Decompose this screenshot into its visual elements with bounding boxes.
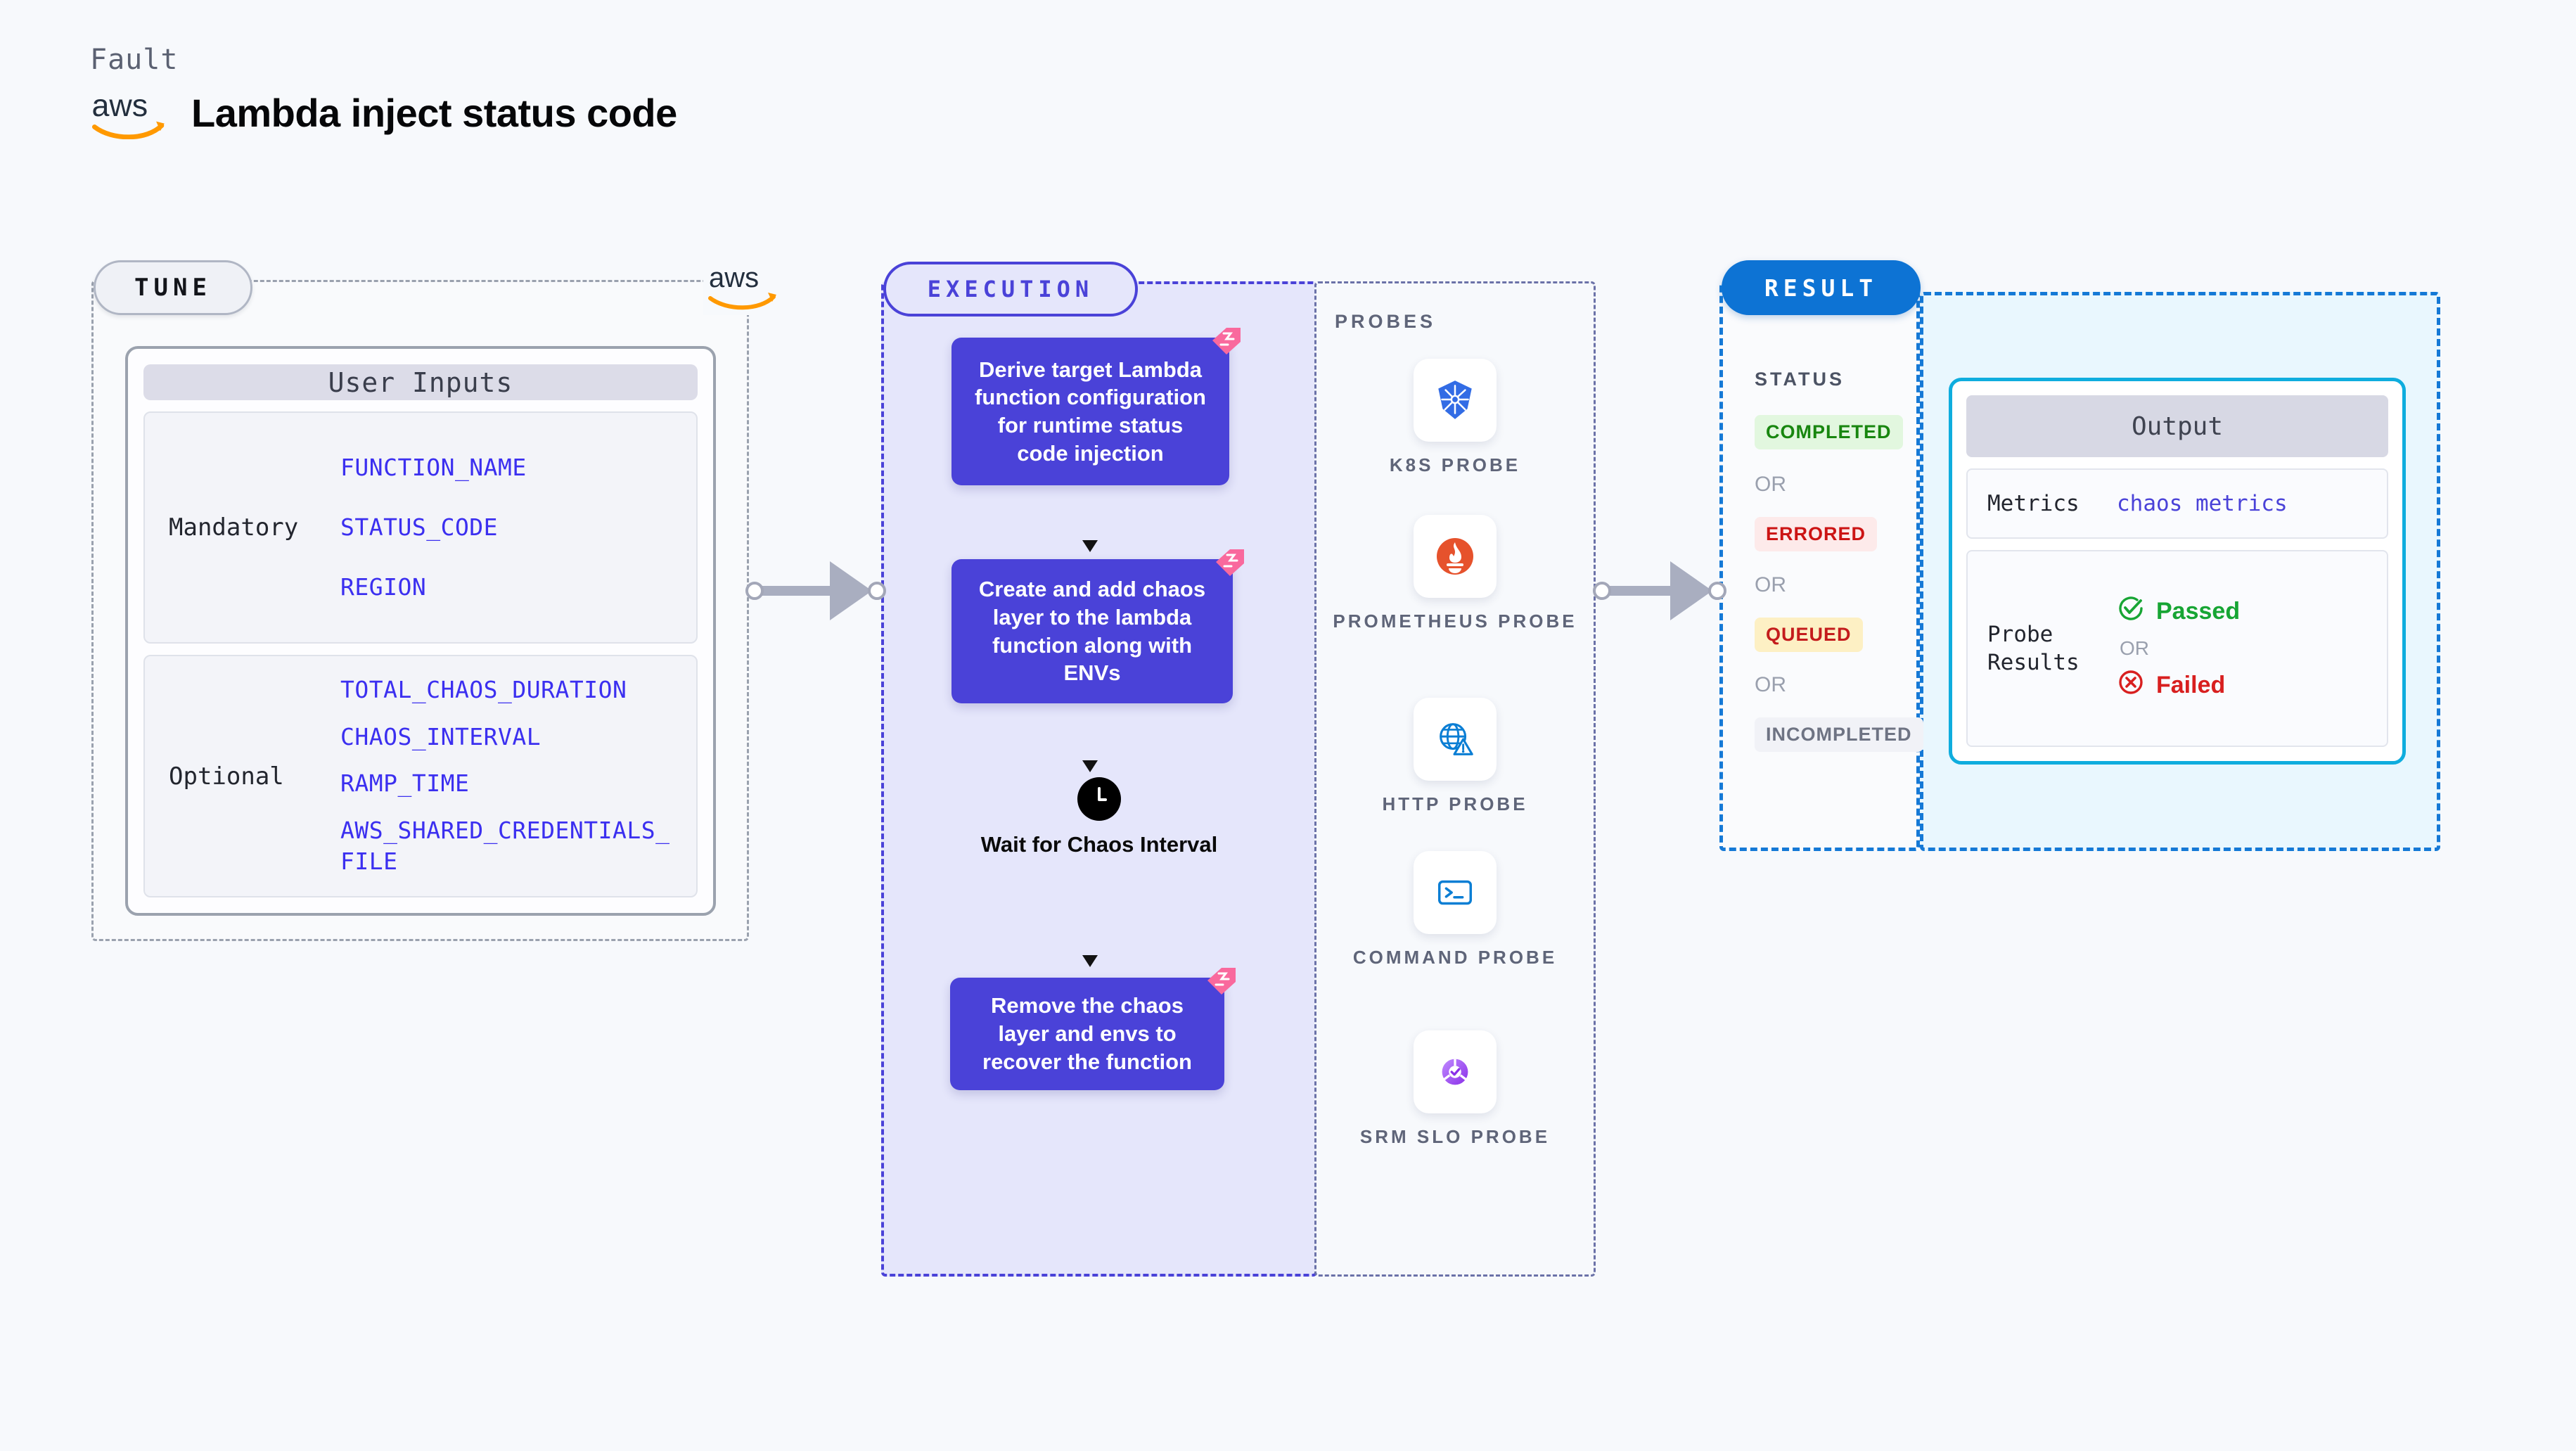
aws-logo: aws	[90, 86, 173, 140]
flow-arrow-2	[1082, 710, 1098, 772]
status-heading: STATUS	[1755, 369, 1845, 390]
param-status-code: STATUS_CODE	[340, 513, 499, 541]
probe-result-failed-label: Failed	[2156, 672, 2226, 698]
execution-step-3-text: Remove the chaos layer and envs to recov…	[982, 993, 1192, 1074]
probe-result-passed-label: Passed	[2156, 598, 2241, 625]
probe-label-srm-slo: SRM SLO PROBE	[1359, 1126, 1551, 1147]
kubernetes-icon	[1414, 359, 1497, 442]
param-total-chaos-duration: TOTAL_CHAOS_DURATION	[340, 676, 627, 704]
probe-result-passed: Passed	[2117, 594, 2240, 629]
output-title: Output	[1966, 395, 2388, 457]
page-title: Lambda inject status code	[191, 90, 677, 135]
probe-result-failed: Failed	[2117, 668, 2240, 703]
flow-arrow-1-head-icon	[1082, 540, 1098, 552]
flow-arrow-1	[1082, 492, 1098, 552]
connector-line	[762, 586, 835, 596]
probe-label-http: HTTP PROBE	[1382, 793, 1528, 814]
tune-pill-label: TUNE	[94, 260, 252, 315]
chaos-fault-badge-icon	[1213, 545, 1245, 577]
probe-label-prometheus: PROMETHEUS PROBE	[1333, 611, 1577, 632]
connector-arrowhead-icon	[830, 561, 872, 620]
param-chaos-interval: CHAOS_INTERVAL	[340, 722, 542, 750]
user-inputs-title: User Inputs	[143, 364, 698, 401]
probes-heading: PROBES	[1335, 311, 1437, 332]
page-header: Fault aws Lambda inject status code	[90, 44, 677, 140]
param-ramp-time: RAMP_TIME	[340, 769, 470, 798]
probe-result-or: OR	[2120, 637, 2149, 659]
execution-step-3: Remove the chaos layer and envs to recov…	[950, 968, 1236, 1090]
connector-line	[1609, 586, 1675, 596]
status-badge-errored: ERRORED	[1755, 517, 1878, 551]
status-or-1: OR	[1755, 473, 1786, 496]
connector-dot-right	[868, 582, 886, 600]
execution-step-2: Create and add chaos layer to the lambda…	[951, 549, 1244, 703]
svg-text:aws: aws	[91, 88, 148, 123]
srm-slo-icon	[1414, 1030, 1497, 1113]
execution-pill-label: EXECUTION	[883, 262, 1138, 317]
svg-text:aws: aws	[709, 262, 759, 293]
optional-label: Optional	[169, 762, 284, 791]
probe-item-k8s[interactable]: K8S PROBE	[1314, 359, 1596, 478]
execution-step-1-text: Derive target Lambda function configurat…	[975, 357, 1206, 466]
result-pill-label: RESULT	[1722, 260, 1921, 315]
output-card: Output Metrics chaos metrics Probe Resul…	[1949, 378, 2406, 765]
connector-dot-left	[1593, 582, 1611, 600]
param-region: REGION	[340, 573, 427, 601]
probe-item-prometheus[interactable]: PROMETHEUS PROBE	[1314, 515, 1596, 634]
flow-arrow-2-head-icon	[1082, 760, 1098, 772]
execution-step-2-text: Create and add chaos layer to the lambda…	[978, 577, 1206, 686]
x-circle-icon	[2117, 668, 2145, 703]
terminal-icon	[1414, 851, 1497, 934]
probe-label-command: COMMAND PROBE	[1352, 947, 1558, 968]
fault-kicker: Fault	[90, 44, 179, 76]
status-badge-completed: COMPLETED	[1755, 415, 1903, 449]
aws-inline-logo: aws	[703, 257, 788, 315]
probes-list: K8S PROBE PROMETHEUS PROBE	[1314, 281, 1596, 1277]
status-or-2: OR	[1755, 573, 1786, 596]
param-function-name: FUNCTION_NAME	[340, 454, 527, 482]
prometheus-icon	[1414, 515, 1497, 598]
wait-for-chaos-interval: Wait for Chaos Interval	[881, 777, 1317, 858]
status-badge-queued: QUEUED	[1755, 618, 1863, 652]
optional-params-group: Optional TOTAL_CHAOS_DURATION CHAOS_INTE…	[143, 655, 698, 897]
probe-item-command[interactable]: COMMAND PROBE	[1314, 851, 1596, 970]
param-aws-shared-credentials-file: AWS_SHARED_CREDENTIALS_FILE	[340, 816, 670, 876]
probe-label-k8s: K8S PROBE	[1389, 454, 1521, 475]
chaos-fault-badge-icon	[1205, 964, 1237, 996]
flow-arrow-3	[1082, 895, 1098, 967]
output-probe-results-key: Probe Results	[1987, 621, 2080, 675]
connector-dot-right	[1708, 582, 1726, 600]
wait-label: Wait for Chaos Interval	[980, 832, 1218, 857]
flow-arrow-3-head-icon	[1082, 955, 1098, 967]
execution-step-1: Derive target Lambda function configurat…	[951, 328, 1241, 485]
execution-flow: Derive target Lambda function configurat…	[881, 281, 1317, 1277]
chaos-fault-badge-icon	[1210, 324, 1242, 356]
result-section	[1719, 281, 1920, 851]
connector-arrowhead-icon	[1670, 561, 1712, 620]
output-metrics-value: chaos metrics	[2117, 491, 2288, 516]
mandatory-params-group: Mandatory FUNCTION_NAME STATUS_CODE REGI…	[143, 411, 698, 644]
connector-tune-to-execution	[745, 561, 886, 620]
probe-item-http[interactable]: HTTP PROBE	[1314, 698, 1596, 817]
mandatory-label: Mandatory	[169, 513, 299, 542]
output-row-metrics: Metrics chaos metrics	[1966, 468, 2388, 539]
connector-dot-left	[745, 582, 764, 600]
check-circle-icon	[2117, 594, 2145, 629]
probe-item-srm-slo[interactable]: SRM SLO PROBE	[1314, 1030, 1596, 1149]
clock-icon	[1077, 777, 1121, 821]
user-inputs-card: User Inputs Mandatory FUNCTION_NAME STAT…	[125, 346, 716, 916]
connector-execution-to-result	[1593, 561, 1726, 620]
status-or-3: OR	[1755, 673, 1786, 696]
output-metrics-key: Metrics	[1987, 490, 2080, 516]
status-badge-incompleted: INCOMPLETED	[1755, 717, 1923, 752]
output-row-probe-results: Probe Results Passed OR	[1966, 550, 2388, 747]
globe-warning-icon	[1414, 698, 1497, 781]
